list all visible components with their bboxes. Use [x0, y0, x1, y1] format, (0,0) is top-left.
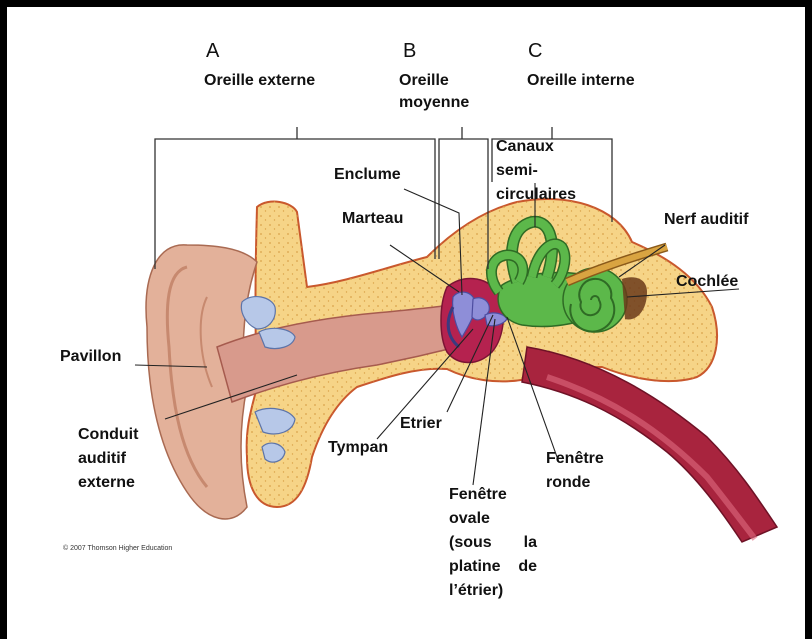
label-tympan: Tympan	[328, 437, 388, 459]
copyright-credit: © 2007 Thomson Higher Education	[63, 545, 172, 552]
label-fenetre-ovale-4: platine de	[449, 556, 537, 578]
section-c-letter: C	[528, 40, 542, 63]
section-c-label: Oreille interne	[527, 70, 635, 92]
label-canaux-3: circulaires	[496, 184, 576, 206]
label-nerf-auditif: Nerf auditif	[664, 209, 748, 231]
label-enclume: Enclume	[334, 164, 401, 186]
label-fenetre-ovale-5: l’étrier)	[449, 580, 503, 602]
label-fenetre-ovale-4b: de	[518, 556, 537, 578]
label-conduit-2: auditif	[78, 448, 126, 470]
label-fenetre-ronde-1: Fenêtre	[546, 448, 604, 470]
section-a-letter: A	[206, 40, 219, 63]
label-fenetre-ovale-3a: (sous	[449, 532, 492, 554]
label-pavillon: Pavillon	[60, 346, 121, 368]
label-fenetre-ronde-2: ronde	[546, 472, 590, 494]
label-fenetre-ovale-1: Fenêtre	[449, 484, 507, 506]
figure-frame: A Oreille externe B Oreille moyenne C Or…	[7, 7, 805, 639]
label-canaux-1: Canaux	[496, 136, 554, 158]
label-fenetre-ovale-4a: platine	[449, 556, 501, 578]
label-conduit-3: externe	[78, 472, 135, 494]
label-etrier: Etrier	[400, 413, 442, 435]
label-conduit-1: Conduit	[78, 424, 138, 446]
section-b-label-1: Oreille	[399, 70, 449, 92]
label-marteau: Marteau	[342, 208, 403, 230]
section-b-letter: B	[403, 40, 416, 63]
label-fenetre-ovale-2: ovale	[449, 508, 490, 530]
section-b-label-2: moyenne	[399, 92, 469, 114]
label-canaux-2: semi-	[496, 160, 538, 182]
label-fenetre-ovale-3b: la	[524, 532, 537, 554]
section-a-label: Oreille externe	[204, 70, 315, 92]
label-cochlee: Cochlée	[676, 271, 738, 293]
label-fenetre-ovale-3: (sous la	[449, 532, 537, 554]
